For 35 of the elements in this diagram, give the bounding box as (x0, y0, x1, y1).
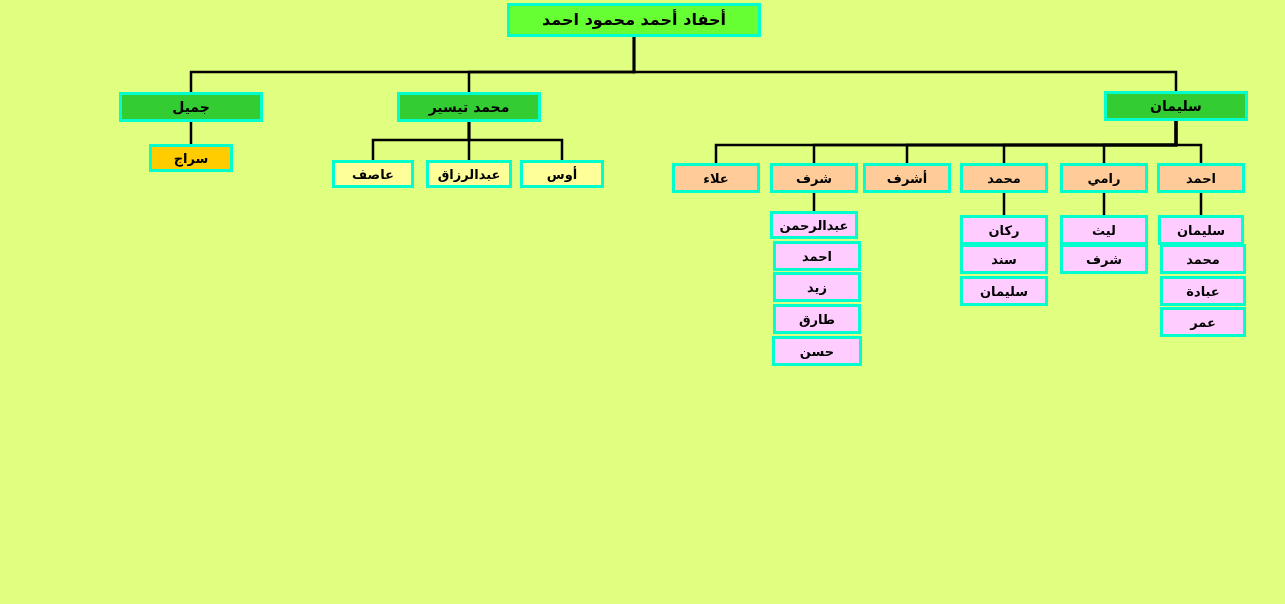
name-box: احمد (773, 241, 861, 271)
name-box: عمر (1160, 307, 1246, 337)
name-box: طارق (773, 304, 861, 334)
name-box: محمد تيسير (397, 92, 541, 122)
name-box: سليمان (1104, 91, 1248, 121)
name-box: رامي (1060, 163, 1148, 193)
name-box: ليث (1060, 215, 1148, 245)
name-box: زيد (773, 272, 861, 302)
connector-line (1174, 121, 1203, 163)
title-box: أحفاد أحمد محمود احمد (507, 3, 761, 37)
connector-line (467, 122, 564, 160)
name-box: عبدالرحمن (770, 211, 858, 239)
name-box: محمد (1160, 244, 1246, 274)
name-box: ركان (960, 215, 1048, 245)
connector-line (189, 122, 193, 144)
name-box: أوس (520, 160, 604, 188)
name-box: محمد (960, 163, 1048, 193)
name-box: عبدالرزاق (426, 160, 512, 188)
name-box: سليمان (960, 276, 1048, 306)
connector-line (1102, 193, 1106, 215)
name-box: سليمان (1158, 215, 1244, 245)
name-box: شرف (770, 163, 858, 193)
name-box: حسن (772, 336, 862, 366)
name-box: عاصف (332, 160, 414, 188)
name-box: أشرف (863, 163, 951, 193)
name-box: احمد (1157, 163, 1245, 193)
name-box: شرف (1060, 244, 1148, 274)
name-box: عبادة (1160, 276, 1246, 306)
connector-line (1199, 193, 1203, 215)
name-box: علاء (672, 163, 760, 193)
connector-line (1002, 193, 1006, 215)
name-box: سراج (149, 144, 233, 172)
name-box: سند (960, 244, 1048, 274)
name-box: جميل (119, 92, 263, 122)
connector-line (632, 37, 1178, 91)
